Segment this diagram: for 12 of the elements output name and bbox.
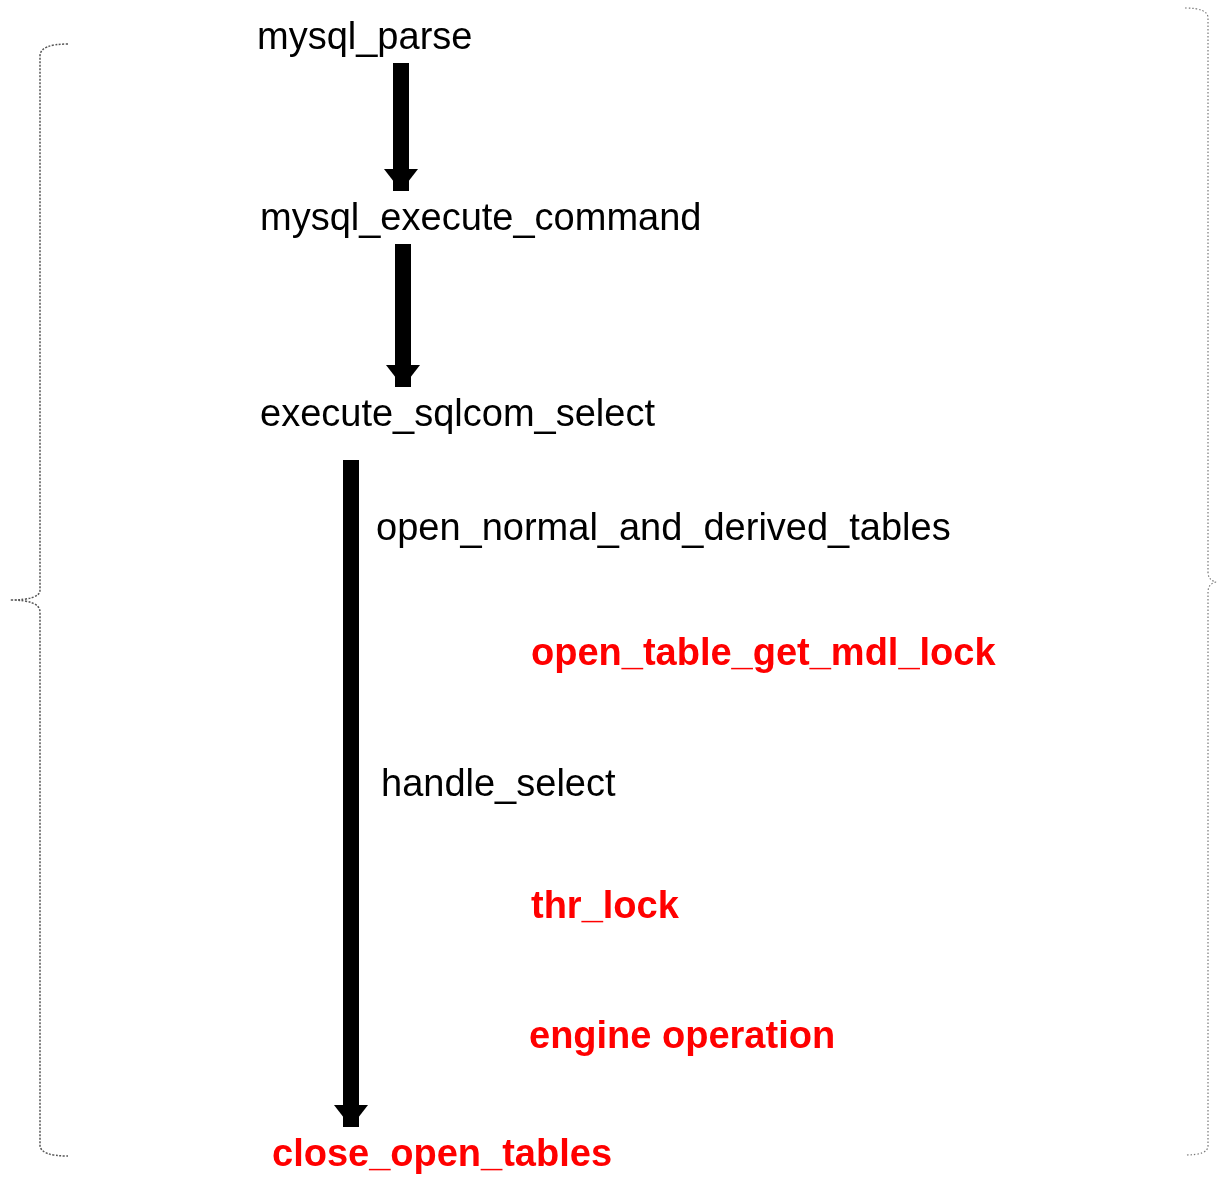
function-name: open_normal_and_derived_tables [376, 505, 951, 550]
function-name: mysql_execute_command [260, 194, 702, 240]
function-name: thr_lock [531, 883, 679, 928]
arrow [384, 63, 418, 191]
arrow [334, 460, 368, 1127]
function-name: mysql_parse [257, 13, 473, 59]
arrow [386, 244, 420, 387]
function-name: open_table_get_mdl_lock [531, 630, 996, 675]
function-name: handle_select [381, 761, 616, 806]
function-name: engine operation [529, 1013, 836, 1058]
function-name: close_open_tables [272, 1130, 613, 1176]
function-name: execute_sqlcom_select [260, 390, 655, 436]
